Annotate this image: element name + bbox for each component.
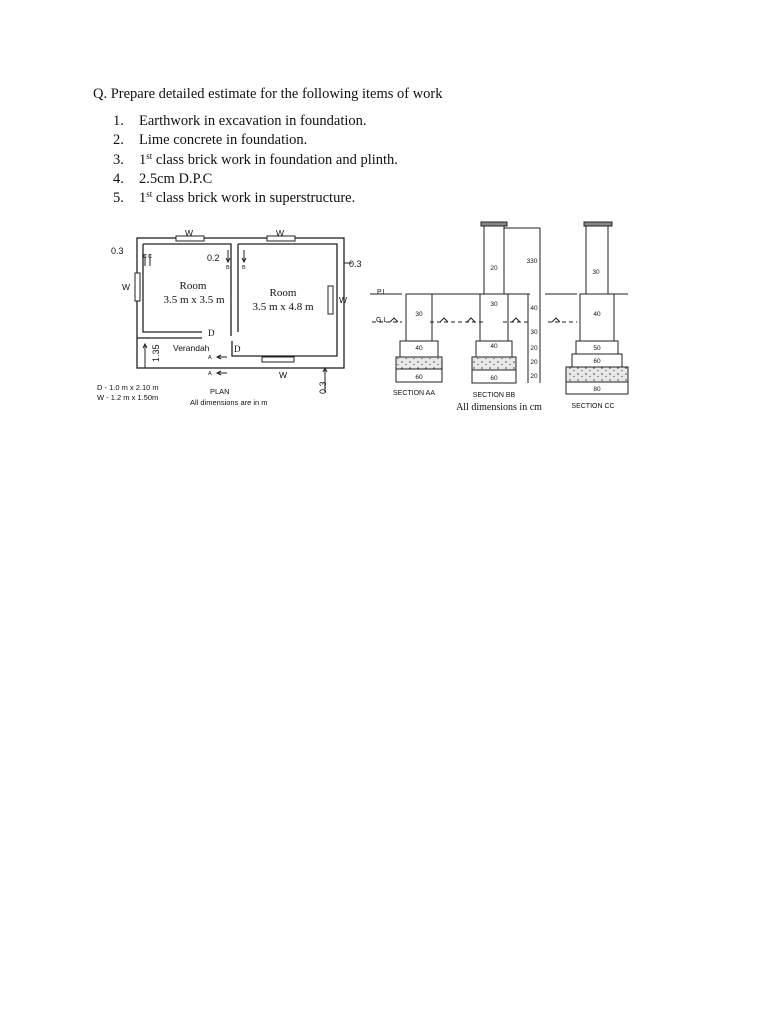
- cc-dim: 60: [593, 358, 601, 365]
- cc-dim: 30: [592, 269, 600, 276]
- room2-name: Room: [270, 287, 297, 299]
- outer-wall-dim-line: [322, 366, 328, 392]
- outer-wall: [136, 237, 345, 369]
- section-marker-a: A: [208, 371, 212, 377]
- ground-level-label: G.L: [376, 317, 387, 324]
- room1-inner-wall: [143, 243, 232, 336]
- cc-wall-upper: [585, 223, 609, 295]
- window-top-right: [266, 235, 296, 242]
- work-items-list: 1.Earthwork in excavation in foundation.…: [113, 112, 398, 208]
- door-label: D: [208, 328, 215, 338]
- section-arrow-a: [215, 354, 227, 360]
- section-cc-title: SECTION CC: [571, 403, 614, 410]
- section-marker-c: C: [148, 254, 152, 260]
- bb-depth: 40: [530, 305, 538, 312]
- cc-dim: 40: [593, 311, 601, 318]
- room1-inner-wall-left: [142, 244, 202, 333]
- door-label: D: [234, 344, 241, 354]
- sections-note: All dimensions in cm: [456, 402, 542, 413]
- bb-dim: 20: [490, 265, 498, 272]
- cc-parapet: [583, 221, 613, 227]
- window-label: W: [276, 228, 284, 238]
- dim-label-outer-wall: 0.3: [111, 246, 124, 256]
- aa-dim: 60: [415, 374, 423, 381]
- bb-dim: 60: [490, 375, 498, 382]
- bb-concrete: [471, 356, 517, 371]
- list-item: 4.2.5cm D.P.C: [113, 170, 213, 187]
- aa-dim: 30: [415, 311, 423, 318]
- height-label: 330: [527, 258, 538, 265]
- bb-dim: 30: [490, 301, 498, 308]
- cc-dim: 50: [593, 345, 601, 352]
- dim-label-outer-wall: 0.3: [318, 381, 328, 394]
- section-bb-title: SECTION BB: [473, 392, 516, 399]
- aa-concrete: [395, 356, 443, 370]
- section-arrow-b-right: [241, 250, 247, 264]
- bb-wall-upper: [483, 223, 505, 295]
- verandah-dim-line: [142, 342, 148, 368]
- section-aa-title: SECTION AA: [393, 390, 435, 397]
- plinth-level-label: P.L: [377, 289, 387, 296]
- cc-base: [565, 381, 629, 395]
- aa-base: [395, 368, 443, 383]
- list-item: 2.Lime concrete in foundation.: [113, 132, 308, 149]
- section-drawings: [370, 221, 629, 395]
- dim-label-inner-wall: 0.2: [207, 253, 220, 263]
- dim-label-verandah: 1.35: [151, 344, 161, 362]
- cc-concrete: [565, 366, 629, 383]
- window-right: [327, 285, 334, 315]
- bb-depth: 20: [530, 373, 538, 380]
- room2-size: 3.5 m x 4.8 m: [252, 301, 314, 313]
- list-item: 1.Earthwork in excavation in foundation.: [113, 113, 367, 129]
- room2-inner-wall: [231, 243, 338, 357]
- bb-depth: 20: [530, 359, 538, 366]
- plan-note: All dimensions are in m: [190, 398, 268, 407]
- cc-dim: 80: [593, 386, 601, 393]
- section-marker-c: C: [143, 254, 147, 260]
- section-arrow-c: [144, 254, 151, 266]
- section-arrow-b-left: [225, 250, 231, 264]
- list-item: 5.1st class brick work in superstructure…: [113, 189, 356, 207]
- bb-depth: 20: [530, 345, 538, 352]
- bb-base: [471, 369, 517, 384]
- bb-dim-lines: [504, 227, 541, 383]
- floor-plan: [136, 237, 345, 369]
- section-marker-b: B: [226, 265, 230, 271]
- section-marker-a: A: [208, 355, 212, 361]
- room1-size: 3.5 m x 3.5 m: [163, 294, 225, 306]
- question-text: Q. Prepare detailed estimate for the fol…: [93, 86, 443, 102]
- window-label: W: [279, 370, 287, 380]
- bb-dim: 40: [490, 343, 498, 350]
- window-label: W: [185, 228, 193, 238]
- window-left: [134, 272, 141, 302]
- window-top-left: [175, 235, 205, 242]
- window-label: W: [122, 282, 130, 292]
- plan-title: PLAN: [210, 387, 230, 396]
- room1-name: Room: [180, 280, 207, 292]
- bb-depth: 30: [530, 329, 538, 336]
- aa-dim: 40: [415, 345, 423, 352]
- legend-window: W - 1.2 m x 1.50m: [97, 393, 158, 402]
- section-arrow-a2: [215, 370, 227, 376]
- ground-hatch: [389, 317, 561, 323]
- window-label: W: [339, 295, 347, 305]
- legend-door: D - 1.0 m x 2.10 m: [97, 383, 159, 392]
- section-marker-b: B: [242, 265, 246, 271]
- bb-parapet: [480, 221, 508, 227]
- dim-label-outer-wall: 0.3: [349, 259, 362, 269]
- verandah-label: Verandah: [173, 343, 210, 353]
- window-bottom: [261, 356, 295, 363]
- list-item: 3.1st class brick work in foundation and…: [113, 150, 398, 168]
